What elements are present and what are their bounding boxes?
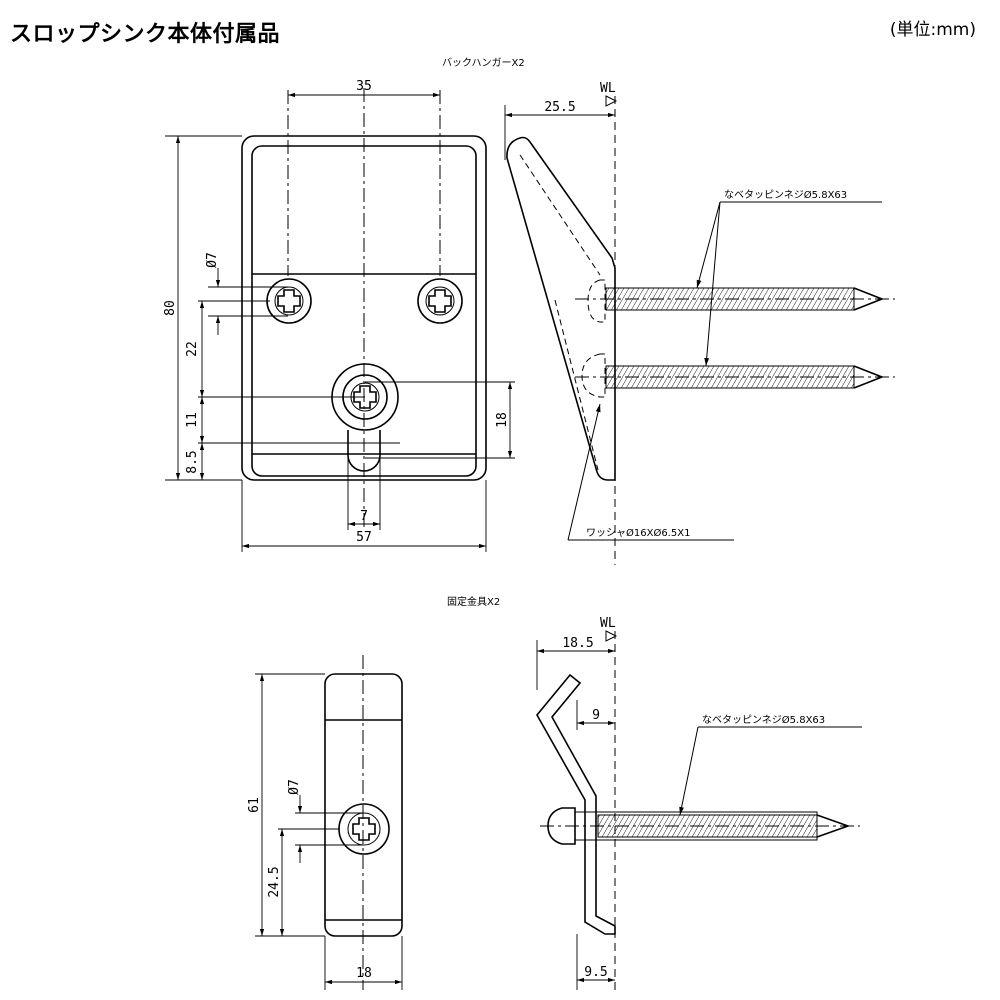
screw-side-1: [575, 279, 895, 323]
fixing-bracket-side-view: WL 18.5 9 なベタッピンネジØ5.8X63 9.5: [536, 616, 862, 990]
dim-24-5: 24.5: [267, 866, 282, 897]
bracket-screw-side: [540, 807, 860, 845]
dim-61: 61: [247, 797, 262, 813]
fixing-bracket-front-view: 61 Ø7 24.5 18: [247, 655, 403, 990]
hanger-profile: [506, 136, 616, 481]
dim-8-5: 8.5: [185, 450, 200, 473]
page-title: スロップシンク本体付属品: [10, 22, 281, 47]
hanger-outer-outline: [241, 135, 487, 481]
wl-label-bottom: WL: [600, 616, 616, 631]
screw-label-bottom: なベタッピンネジØ5.8X63: [702, 714, 825, 726]
washer-label: ワッシャØ16XØ6.5X1: [586, 527, 690, 539]
screw-label-top: なベタッピンネジØ5.8X63: [724, 189, 847, 201]
dim-18-5: 18.5: [562, 636, 593, 651]
fixing-bracket-caption: 固定金具X2: [447, 595, 500, 608]
screw-head-top-right: [417, 278, 463, 324]
dim-35: 35: [356, 79, 372, 94]
dim-80: 80: [163, 300, 178, 316]
dim-25-5: 25.5: [544, 100, 575, 115]
dim-11: 11: [185, 412, 200, 428]
wl-label-top: WL: [600, 81, 616, 96]
dim-9: 9: [592, 708, 600, 723]
dim-slot-7: 7: [360, 509, 368, 524]
unit-label: (単位:mm): [889, 20, 976, 40]
dim-hole-dia: Ø7: [205, 252, 220, 268]
back-hanger-caption: バックハンガーX2: [442, 57, 525, 69]
dim-57: 57: [356, 530, 372, 545]
dim-9-5: 9.5: [584, 965, 607, 980]
back-hanger-side-view: WL 25.5 なベタッピンネジØ5.8X63: [504, 81, 895, 565]
back-hanger-front-view: 35 80 Ø7 22 11 8.5 18 7 57: [163, 79, 515, 552]
dim-18-right: 18: [495, 412, 510, 428]
dim-22: 22: [185, 341, 200, 357]
dim-bracket-hole-dia: Ø7: [287, 779, 302, 795]
hanging-slot: [347, 430, 381, 472]
bracket-profile: [536, 673, 616, 935]
bracket-screw-head: [338, 803, 390, 855]
dim-bracket-18: 18: [356, 966, 372, 981]
screw-side-2: [575, 353, 895, 398]
